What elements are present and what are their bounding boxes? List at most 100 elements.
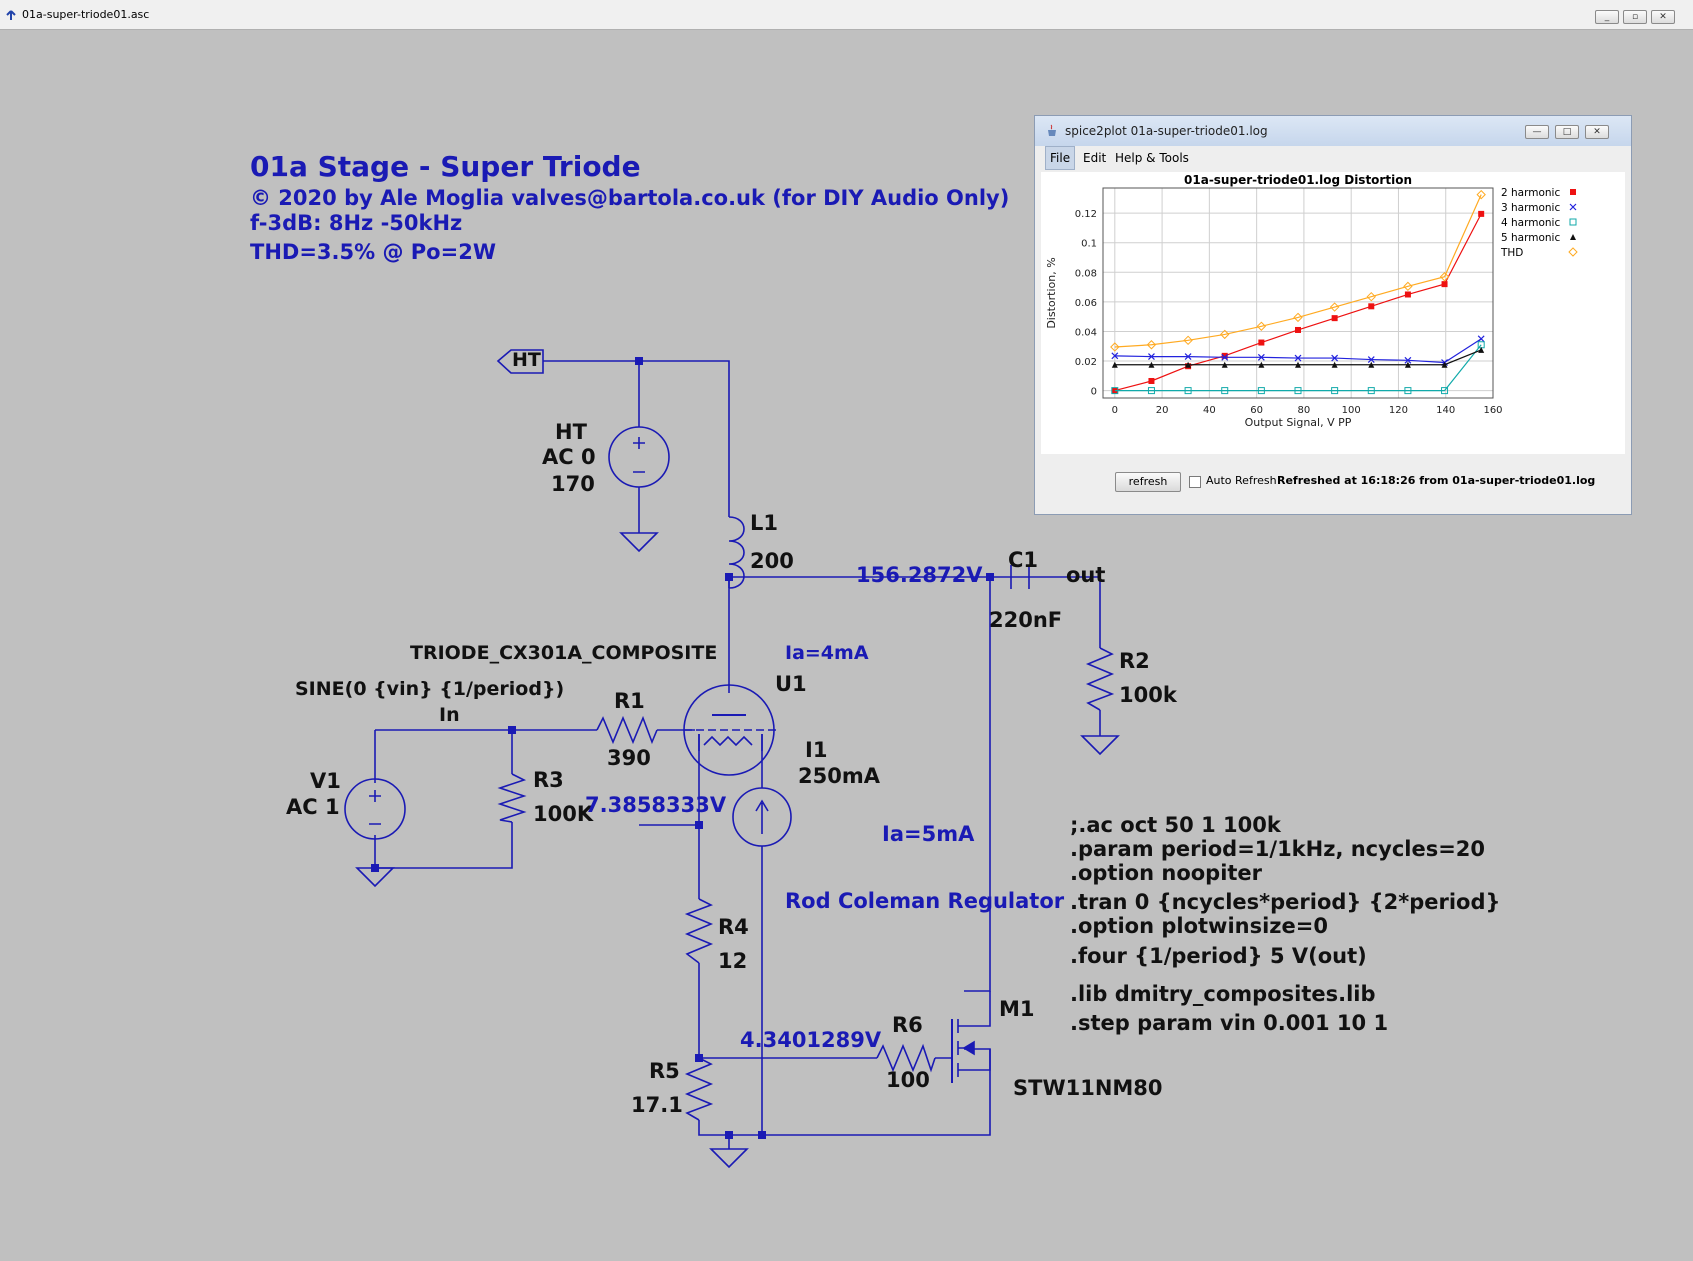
restore-button[interactable]: ▫: [1623, 10, 1647, 24]
spice-directive[interactable]: .step param vin 0.001 10 1: [1070, 1011, 1389, 1035]
spice-directive[interactable]: .param period=1/1kHz, ncycles=20: [1070, 837, 1486, 861]
ia-tube-annotation: Ia=4mA: [785, 642, 869, 664]
plot-minimize-button[interactable]: —: [1525, 125, 1549, 139]
spice-directive[interactable]: .tran 0 {ncycles*period} {2*period}: [1070, 890, 1501, 914]
data-point: [1478, 346, 1485, 353]
r4-value: 12: [718, 949, 748, 973]
r6-value: 100: [886, 1068, 930, 1092]
in-net-label: In: [439, 704, 460, 726]
junction-dot: [695, 821, 703, 829]
i1-value: 250mA: [798, 764, 880, 788]
data-point: [1441, 281, 1448, 288]
node-gate-voltage: 4.3401289V: [740, 1028, 882, 1052]
legend-label: 3 harmonic: [1501, 202, 1560, 214]
auto-refresh-label: Auto Refresh: [1206, 474, 1277, 487]
c1-name: C1: [1008, 548, 1039, 572]
data-point: [1110, 342, 1120, 352]
legend-marker: [1568, 247, 1578, 257]
data-point: [1148, 377, 1155, 384]
data-point: [1295, 361, 1301, 368]
data-point: [1111, 387, 1119, 395]
junction-dot: [725, 573, 733, 581]
c1-capacitor-symbol: [1010, 565, 1030, 589]
java-cup-icon: [1048, 124, 1056, 136]
data-point: [1331, 354, 1339, 362]
y-tick-label: 0.04: [1075, 327, 1097, 338]
r1-name: R1: [614, 689, 645, 713]
legend-marker: [1570, 189, 1576, 195]
wire-regulator-drain: [964, 577, 991, 992]
data-point: [1331, 361, 1338, 368]
spice-directive[interactable]: ;.ac oct 50 1 100k: [1070, 813, 1281, 837]
x-tick-label: 40: [1203, 405, 1216, 416]
data-point: [1257, 387, 1265, 395]
data-point: [1221, 353, 1229, 361]
legend-marker: [1569, 218, 1577, 226]
menu-file[interactable]: File: [1045, 146, 1076, 170]
legend-marker: [1570, 234, 1576, 240]
refresh-button[interactable]: refresh: [1115, 472, 1181, 492]
menu-help-tools[interactable]: Help & Tools: [1115, 151, 1189, 165]
ground-r2: [1080, 735, 1120, 756]
ht-source-name: HT: [555, 420, 587, 444]
data-point: [1441, 387, 1449, 395]
junction-dot: [986, 573, 994, 581]
v1-name: V1: [310, 769, 341, 793]
ht-flag-shape: [496, 349, 544, 374]
data-point: [1184, 353, 1192, 361]
ht-flag-label: HT: [512, 349, 541, 371]
plot-close-button[interactable]: ✕: [1585, 125, 1609, 139]
data-point: [1404, 361, 1411, 368]
schematic-thd: THD=3.5% @ Po=2W: [250, 240, 496, 264]
close-button[interactable]: ✕: [1651, 10, 1675, 24]
data-point: [1368, 361, 1375, 368]
data-point: [1293, 312, 1303, 323]
schematic-canvas[interactable]: 01a Stage - Super Triode © 2020 by Ale M…: [2, 31, 1691, 1258]
menu-edit[interactable]: Edit: [1083, 151, 1107, 165]
auto-refresh-checkbox[interactable]: [1189, 476, 1201, 488]
data-point: [1146, 340, 1157, 350]
node-plate-voltage: 156.2872V: [856, 563, 983, 587]
window-title: 01a-super-triode01.asc: [22, 8, 150, 21]
data-point: [1258, 339, 1265, 346]
r5-value: 17.1: [631, 1093, 683, 1117]
regulator-label: Rod Coleman Regulator: [785, 889, 1065, 913]
schematic-copyright: © 2020 by Ale Moglia valves@bartola.co.u…: [250, 186, 1010, 210]
x-tick-label: 80: [1298, 405, 1311, 416]
ht-source-symbol: [608, 426, 670, 488]
r1-resistor-symbol: [596, 715, 658, 745]
data-point: [1295, 326, 1301, 333]
legend-label: 2 harmonic: [1501, 187, 1560, 199]
i1-current-source-symbol: [732, 787, 792, 847]
data-point: [1478, 210, 1485, 217]
legend-label: THD: [1500, 247, 1523, 259]
spice-directive[interactable]: .four {1/period} 5 V(out): [1070, 944, 1367, 968]
data-point: [1184, 387, 1192, 395]
ht-source-value: 170: [551, 472, 595, 496]
junction-dot: [695, 1054, 703, 1062]
spice-directive[interactable]: .lib dmitry_composites.lib: [1070, 982, 1376, 1006]
l1-name: L1: [750, 511, 778, 535]
minimize-button[interactable]: _: [1595, 10, 1619, 24]
plot-maximize-button[interactable]: □: [1555, 125, 1579, 139]
plot-titlebar[interactable]: spice2plot 01a-super-triode01.log — □ ✕: [1035, 116, 1631, 146]
data-point: [1185, 361, 1192, 368]
data-point: [1367, 387, 1375, 395]
x-tick-label: 20: [1156, 405, 1169, 416]
plot-frame: [1102, 187, 1494, 399]
m1-model: STW11NM80: [1013, 1076, 1163, 1100]
y-tick-label: 0.08: [1075, 268, 1097, 279]
r2-value: 100k: [1119, 683, 1177, 707]
spice-directive[interactable]: .option plotwinsize=0: [1070, 914, 1328, 938]
spice2plot-window[interactable]: spice2plot 01a-super-triode01.log — □ ✕ …: [1034, 115, 1632, 515]
data-point: [1221, 352, 1228, 359]
series-line: [1114, 194, 1482, 348]
data-point: [1476, 189, 1486, 200]
ground-ht: [619, 532, 659, 553]
data-point: [1111, 352, 1119, 360]
junction-dot: [758, 1131, 766, 1139]
schematic-title: 01a Stage - Super Triode: [250, 150, 641, 183]
spice-directive[interactable]: .option noopiter: [1070, 861, 1263, 885]
v1-source-symbol: [344, 778, 406, 840]
